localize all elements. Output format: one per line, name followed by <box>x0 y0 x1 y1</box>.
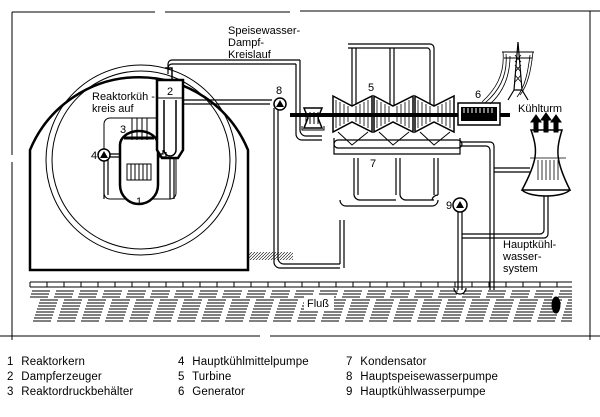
legend-item: 7 Kondensator <box>346 356 427 368</box>
reactor-loop-label-1: Reaktorküh - <box>92 91 155 103</box>
reactor-loop-label-2: kreis auf <box>92 103 135 115</box>
feedwater-steam-pipes <box>167 43 439 269</box>
legend-item: 1 Reaktorkern <box>7 356 86 368</box>
cooling-water-label-1: Hauptkühl- <box>503 239 557 251</box>
marker-8: 8 <box>276 85 282 97</box>
marker-2: 2 <box>167 86 173 98</box>
legend-item: 3 Reaktordruckbehälter <box>7 386 134 398</box>
legend-item: 5 Turbine <box>178 371 232 383</box>
cooling-tower-label: Kühlturm <box>518 103 562 115</box>
cooling-water-label-3: system <box>503 263 538 275</box>
steam-generator <box>155 67 185 160</box>
marker-5: 5 <box>368 82 374 94</box>
legend-column-2: 4 Hauptkühlmittelpumpe 5 Turbine 6 Gener… <box>178 355 309 400</box>
cooling-water-label-2: wasser- <box>502 251 542 263</box>
feedwater-loop-label-3: Kreislauf <box>228 49 272 61</box>
condenser <box>333 138 495 290</box>
legend-item: 4 Hauptkühlmittelpumpe <box>178 356 309 368</box>
diagram-labels: Speisewasser- Dampf- Kreislauf Reaktorkü… <box>91 25 562 310</box>
generator <box>457 102 501 126</box>
legend-item: 2 Dampferzeuger <box>7 371 102 383</box>
feedwater-loop-label-2: Dampf- <box>228 37 264 49</box>
marker-9: 9 <box>446 200 452 212</box>
main-coolant-pump <box>97 148 111 162</box>
legend-item: 8 Hauptspeisewasserpumpe <box>346 371 499 383</box>
power-pylon-icon <box>481 41 534 105</box>
river <box>29 281 572 322</box>
marker-3: 3 <box>120 124 126 136</box>
marker-6: 6 <box>475 89 481 101</box>
primary-coolant-pipes <box>103 150 175 199</box>
turbine <box>290 94 510 146</box>
feedwater-loop-label-1: Speisewasser- <box>228 25 300 37</box>
reactor-pressure-vessel <box>118 118 160 206</box>
main-cooling-water-pump <box>452 197 468 213</box>
legend-column-1: 1 Reaktorkern 2 Dampferzeuger 3 Reaktord… <box>7 355 133 400</box>
river-label: Fluß <box>307 298 329 310</box>
hp-turbine <box>301 107 325 131</box>
marker-4: 4 <box>91 150 97 162</box>
legend-column-3: 7 Kondensator 8 Hauptspeisewasserpumpe 9… <box>346 355 498 400</box>
main-feedwater-pump <box>273 97 287 111</box>
marker-1: 1 <box>136 196 142 208</box>
cooling-water-pipes <box>453 212 467 295</box>
cooling-tower-icon <box>462 112 572 239</box>
legend-item: 6 Generator <box>178 386 245 398</box>
marker-7: 7 <box>370 158 376 170</box>
legend-item: 9 Hauptkühlwasserpumpe <box>346 386 486 398</box>
outer-frame <box>0 10 600 340</box>
